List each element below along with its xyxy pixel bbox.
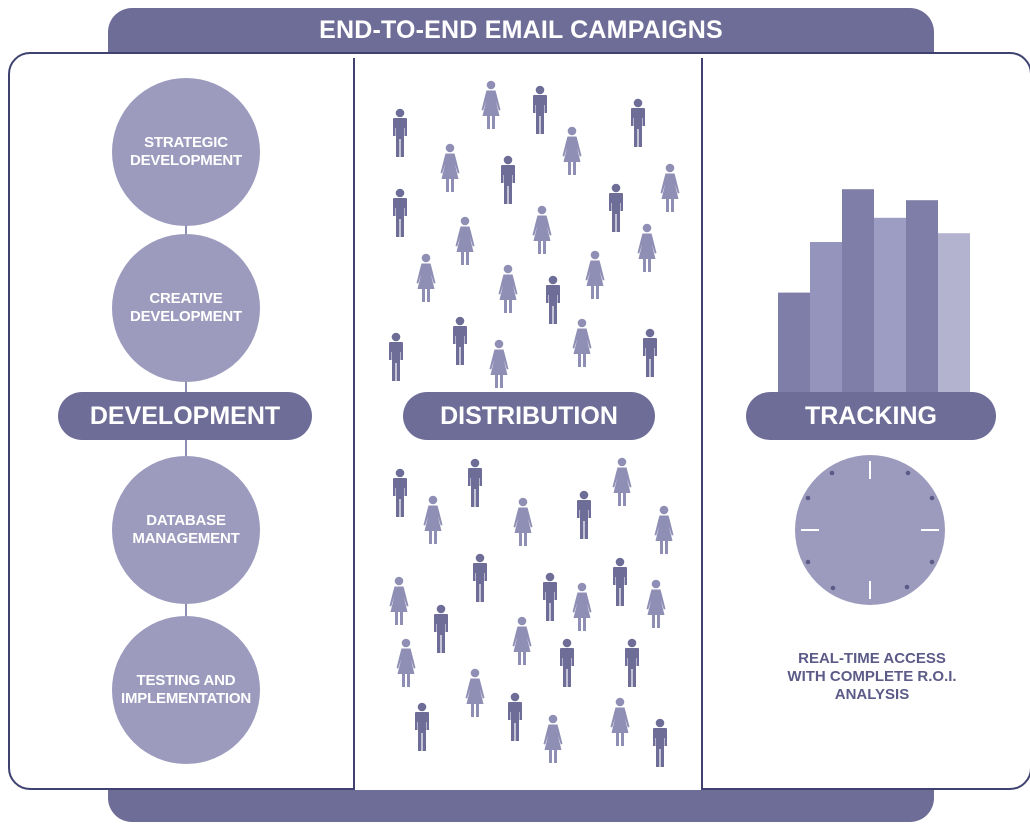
step-database-management: DATABASE MANAGEMENT [112,456,260,604]
distribution-label: DISTRIBUTION [403,392,655,440]
tracking-bar-chart [778,189,970,396]
chart-bar-4 [874,217,906,396]
step-strategic-development: STRATEGIC DEVELOPMENT [112,78,260,226]
chart-bar-3 [842,189,874,396]
chart-bar-6 [938,233,970,396]
step-testing-implementation: TESTING AND IMPLEMENTATION [112,616,260,764]
chart-bar-1 [778,292,810,396]
page-title: END-TO-END EMAIL CAMPAIGNS [319,16,723,44]
step-creative-development: CREATIVE DEVELOPMENT [112,234,260,382]
tracking-caption: REAL-TIME ACCESS WITH COMPLETE R.O.I. AN… [787,650,957,703]
development-label: DEVELOPMENT [58,392,312,440]
column-divider [701,58,703,790]
column-divider [353,58,355,790]
tracking-label: TRACKING [746,392,996,440]
clock-icon [795,455,945,605]
chart-bar-2 [810,242,842,396]
chart-bar-5 [906,200,938,396]
